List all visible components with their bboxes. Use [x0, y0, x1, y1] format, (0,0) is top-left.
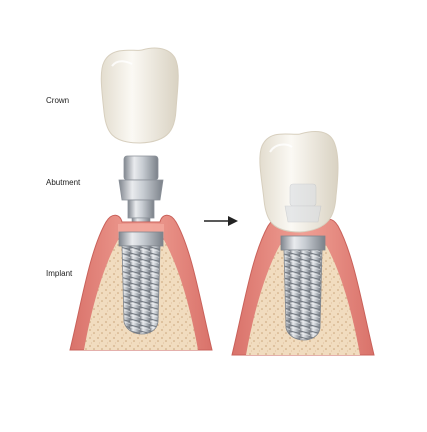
label-abutment: Abutment [46, 178, 81, 187]
label-implant: Implant [46, 269, 73, 278]
crown-left [100, 47, 179, 144]
implant-right [280, 235, 326, 341]
label-crown: Crown [46, 96, 70, 105]
implant-left [118, 231, 164, 335]
abutment-left [118, 155, 164, 227]
abutment-right [284, 183, 322, 223]
right-arrow-icon [204, 216, 238, 226]
